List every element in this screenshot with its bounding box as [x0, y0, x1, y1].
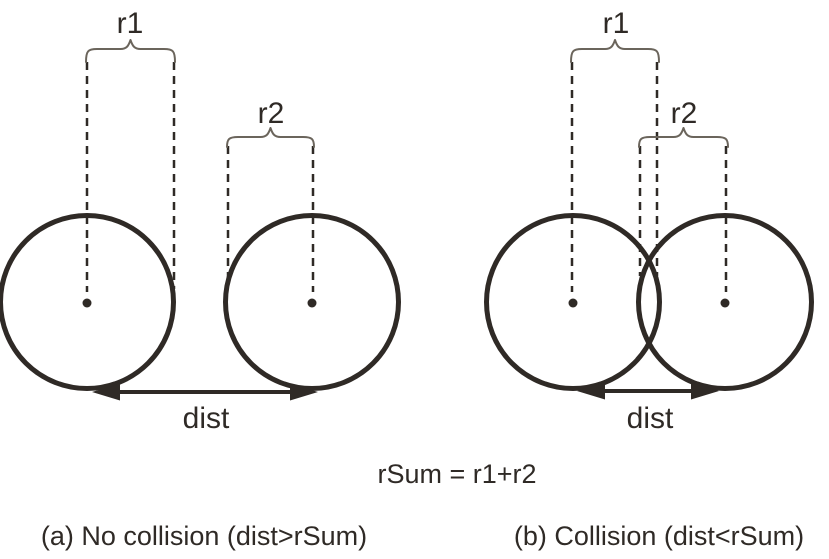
panel-b-center-dot-1	[568, 298, 578, 308]
panel-a-dist-arrowhead-right	[290, 383, 318, 401]
panel-b-r1-brace	[570, 39, 660, 63]
panel-b-r2-brace	[638, 127, 729, 148]
rsum-formula: rSum = r1+r2	[377, 459, 536, 489]
panel-b-circle-1	[484, 213, 662, 391]
panel-a-r2-brace	[226, 127, 315, 148]
panel-a-dist-arrow	[92, 383, 318, 401]
panel-a: r1 r2 dist (a) No collision (dist>rSum)	[0, 7, 401, 551]
panel-a-dist-arrowhead-left	[92, 383, 120, 401]
panel-b-r1-label: r1	[603, 7, 630, 40]
panel-a-center-dot-1	[82, 298, 92, 308]
panel-a-r2-label: r2	[258, 97, 285, 130]
panel-b-dist-arrowhead-left	[577, 382, 605, 400]
panel-a-center-dot-2	[307, 298, 317, 308]
panel-a-r1-brace	[85, 39, 176, 63]
panel-a-dist-label: dist	[183, 402, 230, 435]
panel-b-caption: (b) Collision (dist<rSum)	[514, 521, 804, 551]
panel-b-circle-2	[636, 213, 814, 391]
panel-b-center-dot-2	[720, 298, 730, 308]
panel-b-dist-arrowhead-right	[691, 382, 719, 400]
panel-a-caption: (a) No collision (dist>rSum)	[41, 521, 367, 551]
panel-a-r1-label: r1	[117, 7, 144, 40]
panel-b-dist-label: dist	[627, 402, 674, 435]
panel-b-dist-arrow	[577, 382, 719, 400]
panel-a-circle-1	[0, 213, 176, 391]
panel-a-circle-2	[223, 213, 401, 391]
panel-b: r1 r2 dist (b) Collision (dist<rSum)	[484, 7, 814, 551]
panel-b-r2-label: r2	[671, 97, 698, 130]
